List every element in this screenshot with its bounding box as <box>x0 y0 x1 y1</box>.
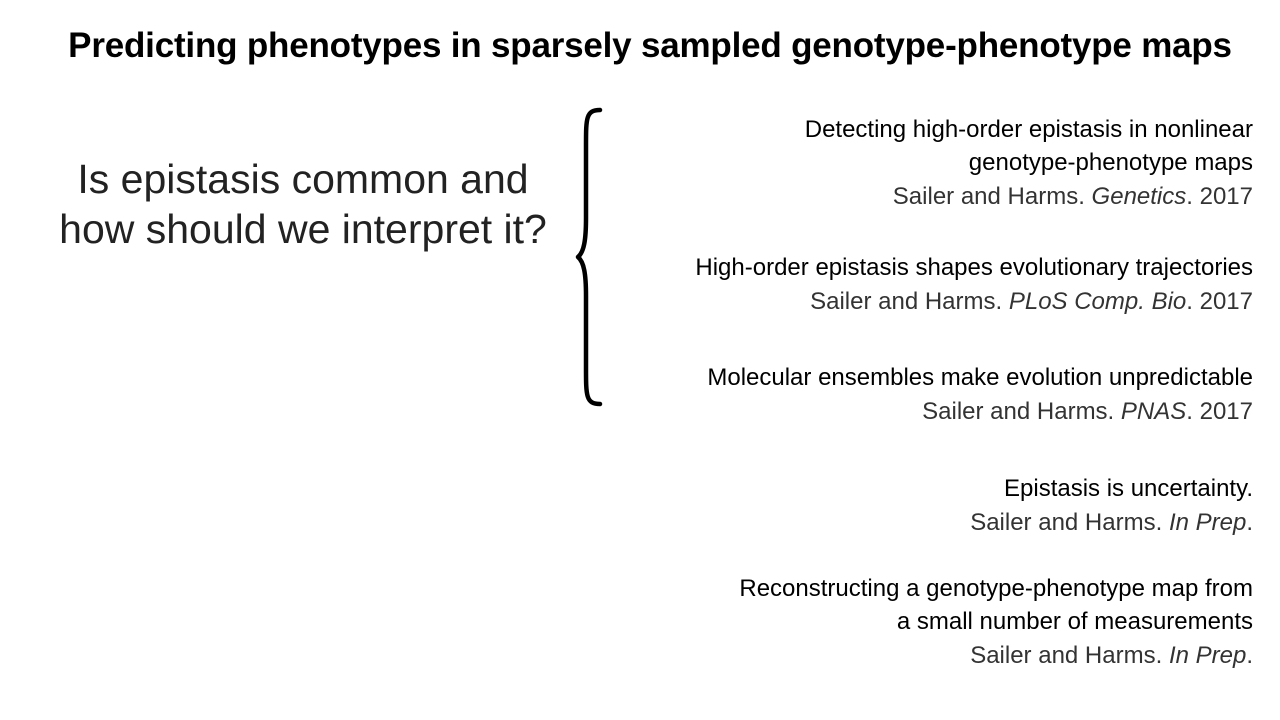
publication-title-line: genotype-phenotype maps <box>968 149 1253 176</box>
publication-citation: Sailer and Harms. In Prep. <box>970 506 1253 539</box>
publication-citation: Sailer and Harms. Genetics. 2017 <box>805 180 1253 213</box>
publication-entry: Detecting high-order epistasis in nonlin… <box>805 113 1253 213</box>
publication-entry: Reconstructing a genotype-phenotype map … <box>739 572 1253 672</box>
citation-suffix: . 2017 <box>1186 183 1253 210</box>
citation-authors: Sailer and Harms. <box>922 398 1115 425</box>
citation-authors: Sailer and Harms. <box>970 509 1163 536</box>
publication-title-line: Detecting high-order epistasis in nonlin… <box>804 116 1253 143</box>
publication-citation: Sailer and Harms. In Prep. <box>739 639 1253 672</box>
question-text: Is epistasis common and how should we in… <box>40 154 566 254</box>
citation-authors: Sailer and Harms. <box>892 183 1085 210</box>
citation-venue: Genetics <box>1091 183 1187 210</box>
citation-venue: PLoS Comp. Bio <box>1008 288 1187 315</box>
citation-venue: In Prep <box>1168 642 1247 669</box>
citation-suffix: . 2017 <box>1186 398 1253 425</box>
publication-title-line: Reconstructing a genotype-phenotype map … <box>739 575 1253 602</box>
publication-entry: High-order epistasis shapes evolutionary… <box>695 251 1253 318</box>
question-line: Is epistasis common and <box>77 156 529 202</box>
citation-authors: Sailer and Harms. <box>970 642 1163 669</box>
citation-venue: In Prep <box>1168 509 1247 536</box>
publication-citation: Sailer and Harms. PLoS Comp. Bio. 2017 <box>695 285 1253 318</box>
publication-title-line: Epistasis is uncertainty. <box>1004 475 1253 502</box>
question-line: how should we interpret it? <box>59 206 547 252</box>
publication-title-line: Molecular ensembles make evolution unpre… <box>707 364 1253 391</box>
citation-authors: Sailer and Harms. <box>810 288 1003 315</box>
citation-suffix: . 2017 <box>1186 288 1253 315</box>
publication-title-line: High-order epistasis shapes evolutionary… <box>695 254 1253 281</box>
publication-entry: Epistasis is uncertainty. Sailer and Har… <box>970 472 1253 539</box>
publication-entry: Molecular ensembles make evolution unpre… <box>707 361 1253 428</box>
citation-venue: PNAS <box>1120 398 1187 425</box>
citation-suffix: . <box>1246 642 1253 669</box>
publication-title-line: a small number of measurements <box>896 608 1253 635</box>
citation-suffix: . <box>1246 509 1253 536</box>
slide-title: Predicting phenotypes in sparsely sample… <box>68 26 1232 65</box>
curly-brace-icon <box>575 107 603 407</box>
publication-citation: Sailer and Harms. PNAS. 2017 <box>707 395 1253 428</box>
